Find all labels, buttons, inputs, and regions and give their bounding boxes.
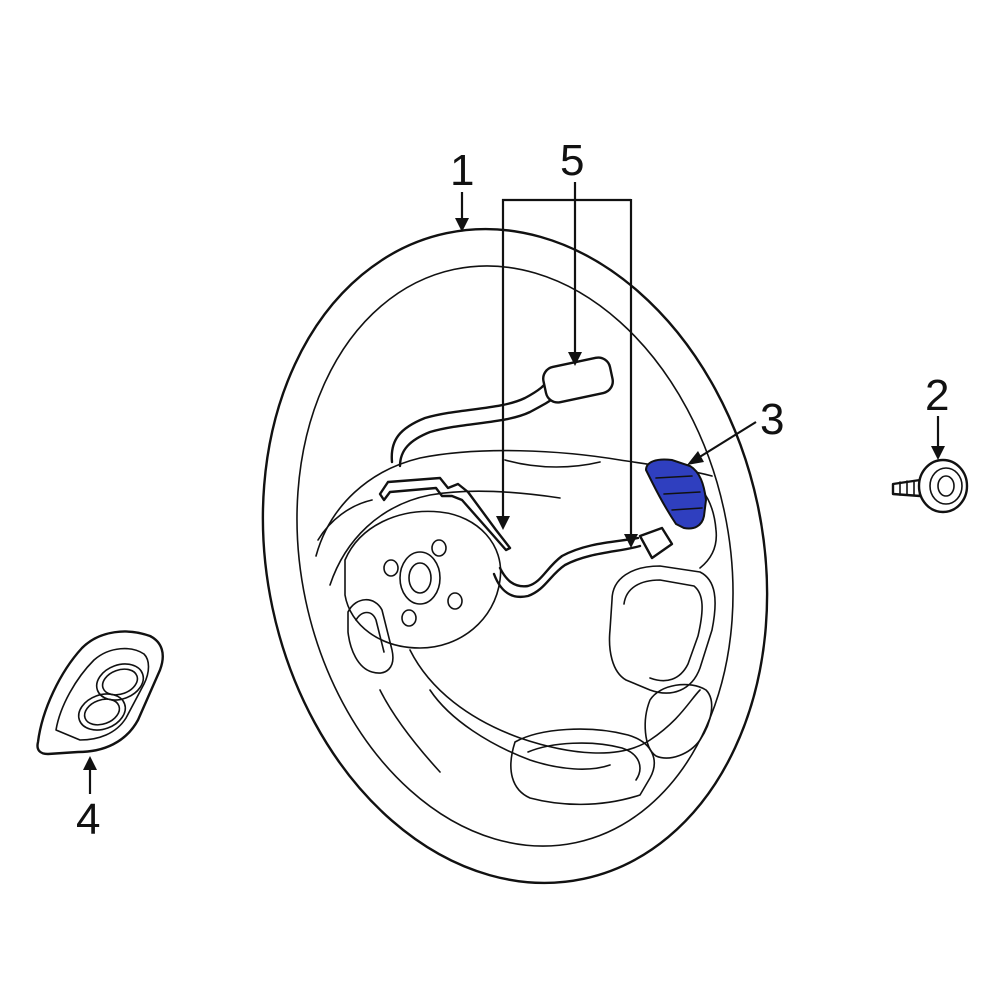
hub-center-boss — [399, 551, 441, 605]
wheel-upper-spoke-inner — [329, 490, 561, 586]
callout-5: 5 — [496, 136, 638, 548]
callout-4: 4 — [76, 756, 100, 844]
callout-2: 2 — [925, 371, 949, 460]
harness-lower-wire — [492, 544, 642, 599]
switch-button-line-1 — [655, 475, 693, 479]
wheel-upper-spoke-groove — [504, 459, 601, 468]
wheel-rim-inner — [296, 265, 734, 847]
wheel-lower-spoke — [409, 649, 701, 754]
screw-head-recess — [937, 475, 955, 497]
control-switch-highlighted[interactable] — [644, 458, 708, 530]
wheel-left-ridge — [317, 499, 373, 541]
steering-wheel[interactable] — [204, 182, 826, 931]
cover-body — [36, 630, 164, 756]
callout-2-label: 2 — [925, 371, 949, 420]
callout-4-arrowhead — [83, 756, 97, 770]
hub-hole-2 — [383, 559, 399, 577]
cover-button-upper-ring — [95, 663, 145, 701]
callout-1-label: 1 — [450, 146, 474, 195]
cover-button-lower — [83, 698, 121, 726]
wheel-right-lower-block — [644, 683, 713, 759]
wheel-left-pocket — [347, 598, 394, 674]
screw-thread — [899, 480, 915, 496]
wheel-lower-left-ridge — [379, 689, 441, 773]
callout-3-leader — [697, 421, 757, 459]
switch-button-line-3 — [671, 507, 703, 511]
callout-1-arrowhead — [455, 218, 469, 232]
harness-clip-left — [378, 476, 512, 552]
wheel-rim-outer — [261, 227, 769, 885]
callout-5-arrowhead-right — [624, 534, 638, 548]
switch-button-line-2 — [663, 491, 701, 495]
screw-head — [917, 458, 969, 514]
callout-3-arrowhead — [687, 451, 704, 465]
callout-1: 1 — [450, 146, 474, 232]
screw-head-face — [929, 467, 963, 505]
wire-harness[interactable] — [378, 355, 674, 599]
wheel-lower-spoke-inner — [429, 689, 611, 770]
harness-connector-upper — [542, 356, 614, 404]
harness-connector-lower — [638, 526, 674, 560]
wheel-lower-pad — [510, 728, 655, 806]
hub-hole-3 — [447, 592, 463, 610]
cover-inner — [55, 647, 150, 741]
hub-hole-4 — [401, 609, 417, 627]
harness-upper-wire — [390, 378, 550, 464]
harness-upper-wire-2 — [398, 394, 558, 468]
callout-5-arrowhead-left — [496, 516, 510, 530]
wheel-lower-pad-inner — [527, 742, 641, 781]
switch-cover[interactable] — [36, 630, 164, 756]
callout-2-arrowhead — [931, 446, 945, 460]
cover-button-lower-ring — [77, 693, 127, 731]
screw[interactable] — [891, 458, 969, 514]
wheel-right-pad-inner — [623, 579, 703, 682]
wheel-hub — [344, 510, 502, 649]
cover-button-upper — [101, 668, 139, 696]
hub-center-bore — [408, 562, 432, 594]
callout-5-arrowhead-connector — [568, 352, 582, 366]
callout-5-label: 5 — [560, 136, 584, 185]
callout-3: 3 — [687, 395, 784, 465]
hub-hole-1 — [431, 539, 447, 557]
callout-4-label: 4 — [76, 795, 100, 844]
wheel-right-pad — [608, 565, 716, 694]
callout-3-label: 3 — [760, 395, 784, 444]
harness-lower-wire-2 — [498, 536, 640, 588]
wheel-left-pocket-inner — [355, 611, 385, 653]
